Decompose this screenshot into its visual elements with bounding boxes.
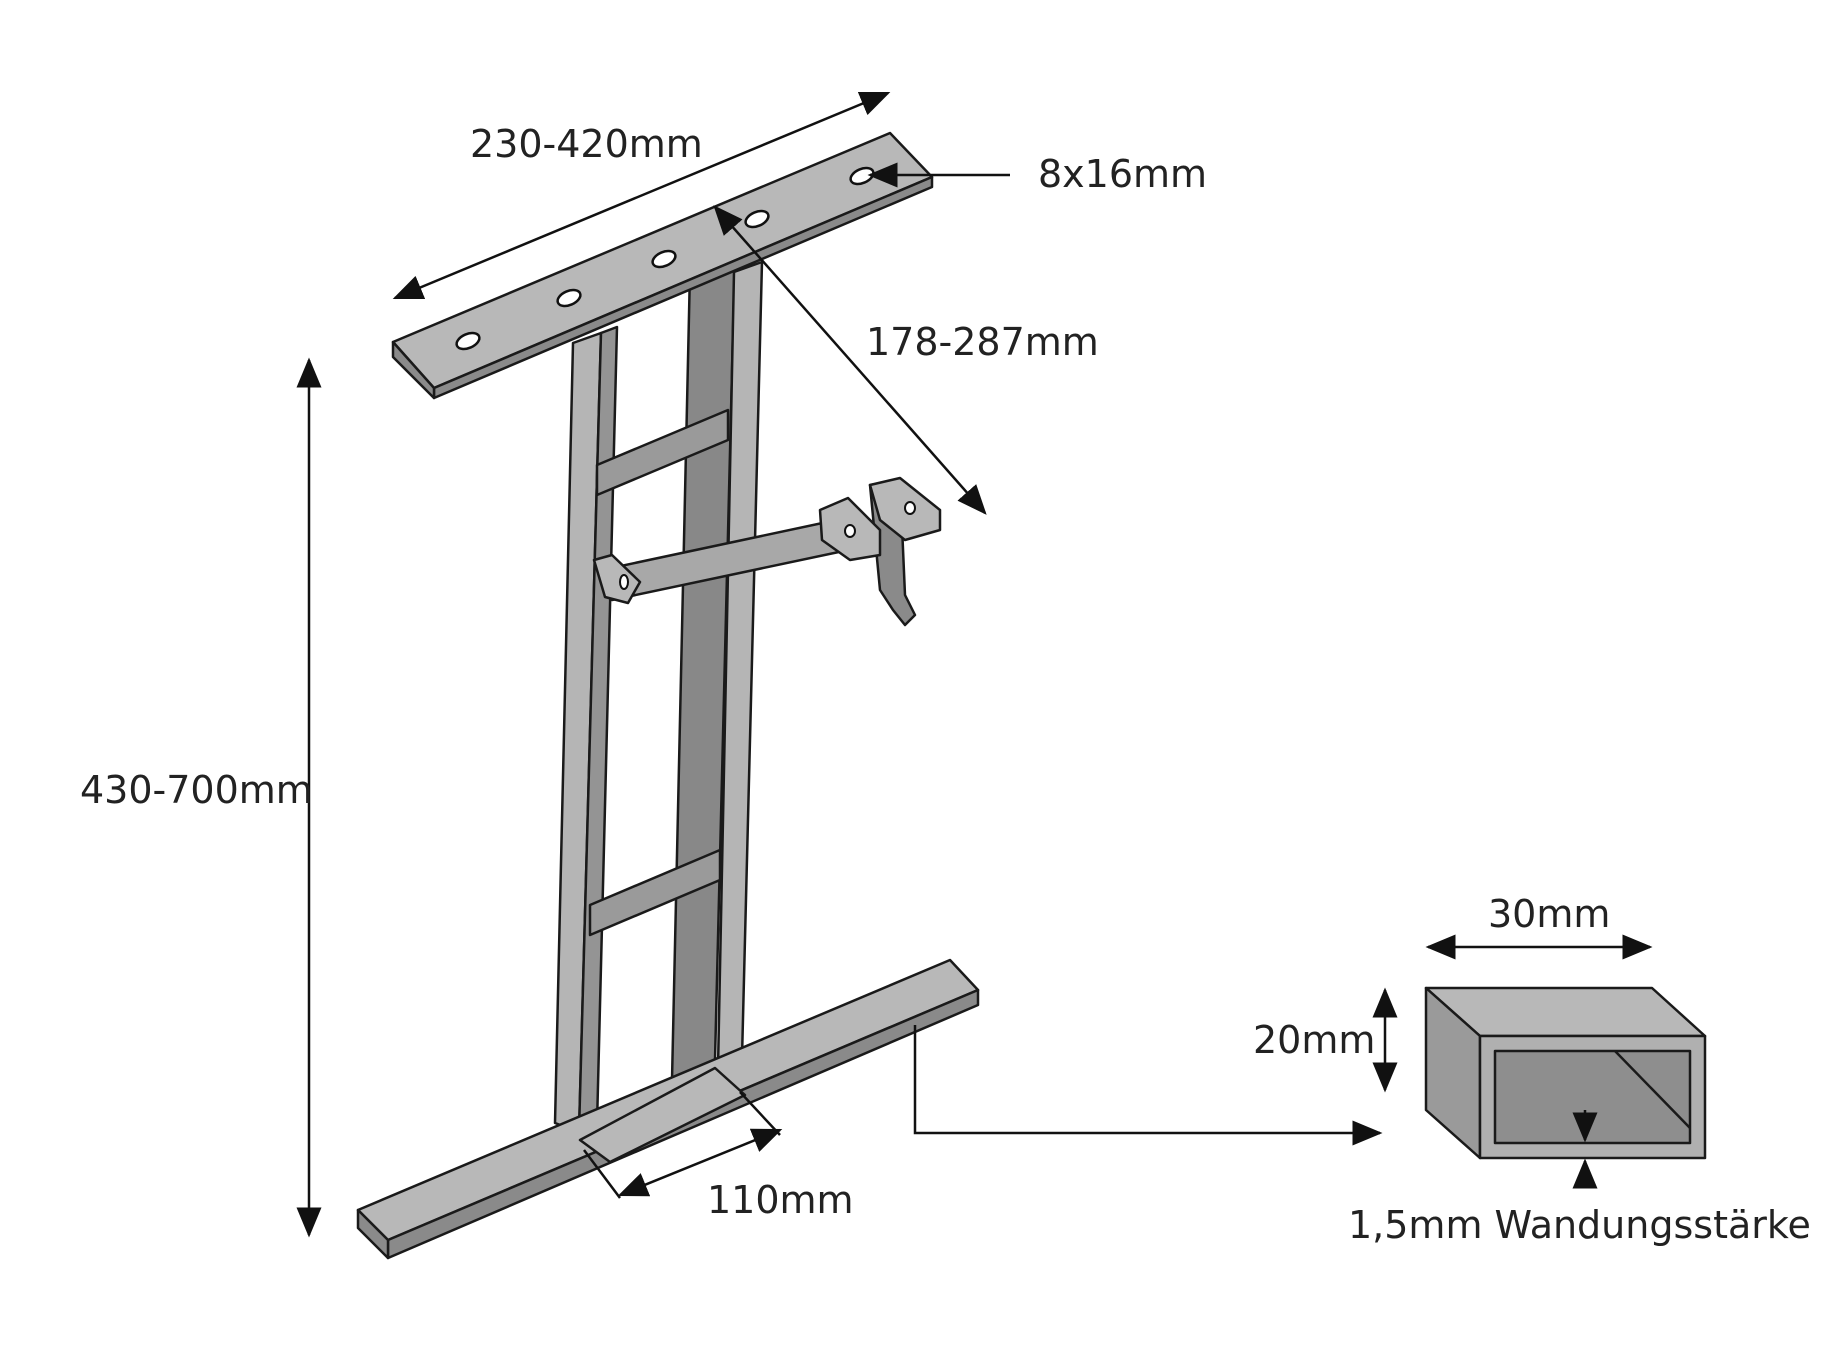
profile-width-label: 30mm bbox=[1488, 892, 1610, 936]
front-post-left bbox=[553, 325, 619, 1134]
height-range-label: 430-700mm bbox=[80, 768, 313, 812]
depth-dimension-line bbox=[713, 205, 987, 515]
width-range-label: 230-420mm bbox=[470, 122, 703, 166]
cross-brace-lower bbox=[588, 848, 722, 937]
wall-thickness-label: 1,5mm Wandungsstärke bbox=[1348, 1203, 1811, 1247]
width-dimension-line bbox=[392, 91, 891, 300]
slot-hole-1 bbox=[455, 331, 481, 351]
foot-spacing-dimension-line bbox=[617, 1128, 783, 1197]
support-arm bbox=[592, 476, 942, 627]
foot-spacing-label: 110mm bbox=[707, 1178, 854, 1222]
profile-height-label: 20mm bbox=[1253, 1018, 1375, 1062]
slot-size-label: 8x16mm bbox=[1038, 152, 1207, 196]
depth-range-label: 178-287mm bbox=[866, 320, 1099, 364]
base-foot bbox=[356, 958, 980, 1260]
profile-leader-line bbox=[913, 1025, 1383, 1146]
profile-cross-section bbox=[1424, 986, 1707, 1160]
